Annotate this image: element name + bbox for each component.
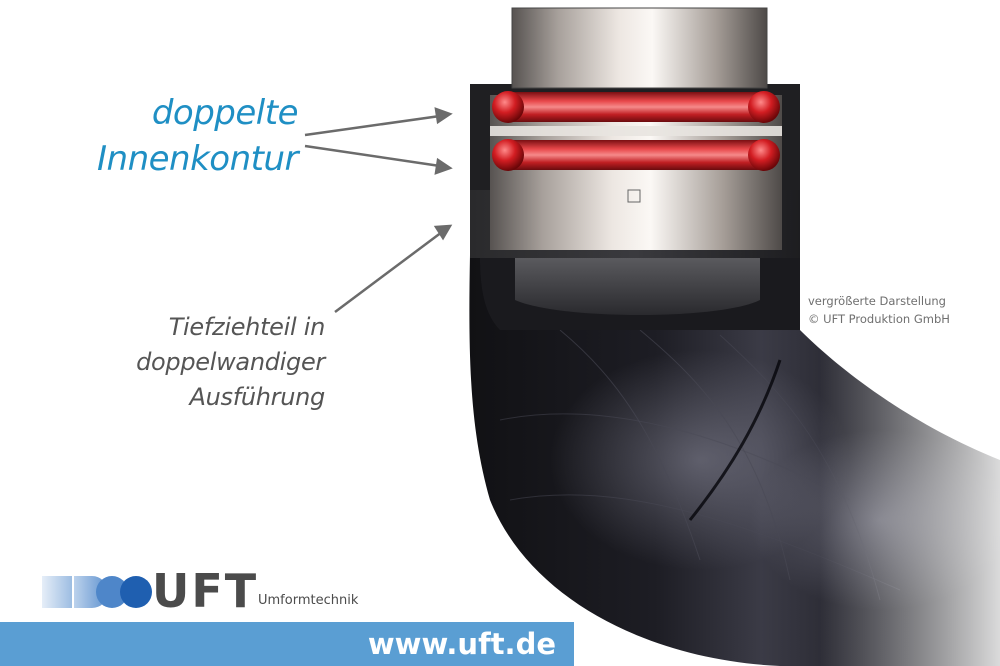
pipe-elbow	[469, 255, 1000, 666]
footer-bar: www.uft.de	[0, 622, 574, 666]
logo-subtitle: Umformtechnik	[258, 593, 359, 608]
website-link[interactable]: www.uft.de	[367, 627, 556, 661]
upper-cylinder	[511, 7, 768, 89]
logo-wordmark: UFT	[152, 564, 259, 618]
deep-drawn-part-label: Tiefziehteil in doppelwandiger Ausführun…	[136, 313, 325, 411]
arrows	[304, 107, 453, 314]
inner-contour-label: doppelte Innenkontur	[97, 93, 299, 179]
logo-mark	[42, 576, 152, 608]
seal-ring-upper	[492, 91, 780, 123]
seal-ring-lower	[492, 139, 780, 171]
image-caption: vergrößerte Darstellung © UFT Produktion…	[808, 294, 950, 326]
